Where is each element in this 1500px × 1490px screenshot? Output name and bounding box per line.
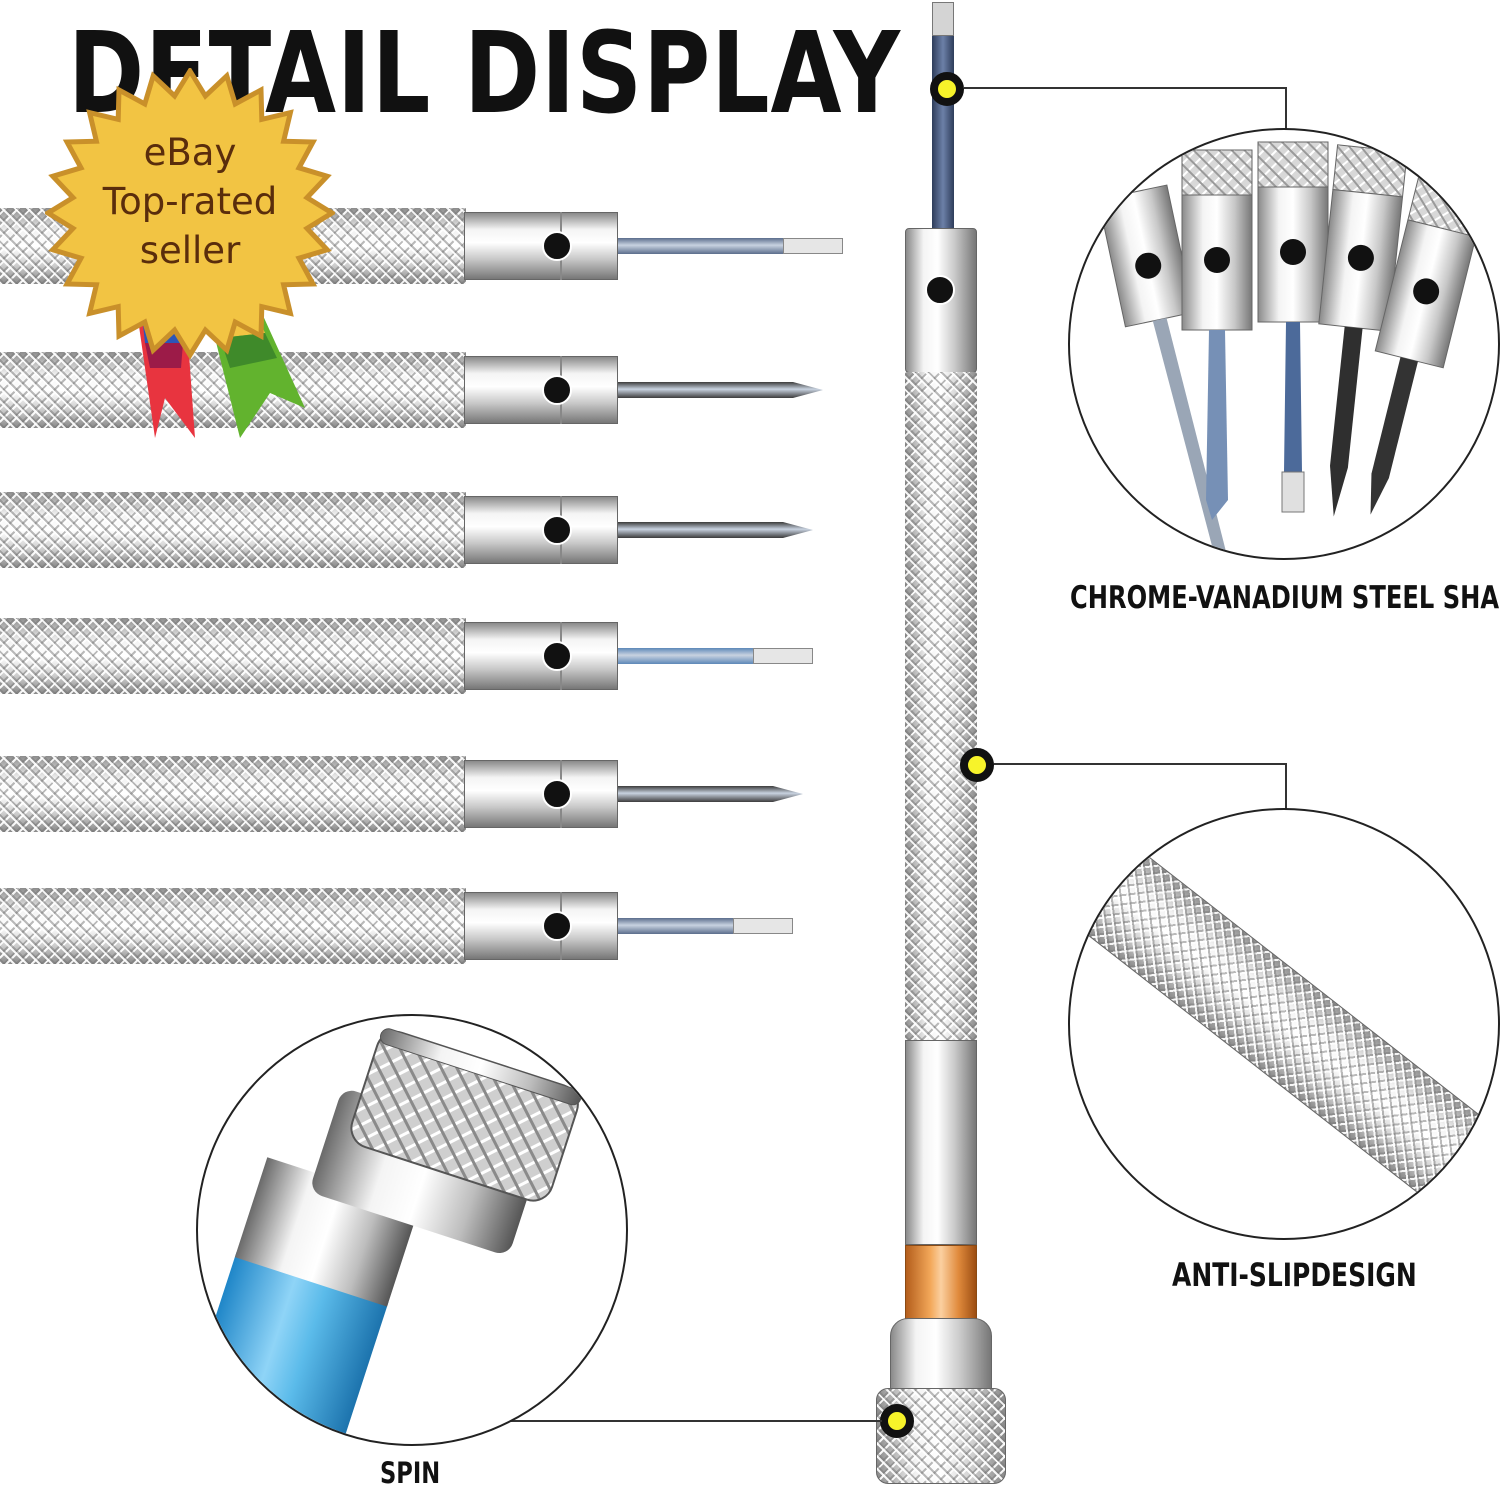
callout-dot-grip — [960, 748, 994, 782]
main-shaft — [932, 2, 954, 232]
callout-line-shaft-drop — [1285, 87, 1287, 129]
top-rated-seller-badge: eBay Top-rated seller — [43, 66, 337, 448]
screwdriver-handle — [0, 888, 466, 964]
callout-dot-shaft — [930, 72, 964, 106]
grip-detail-circle — [1068, 808, 1500, 1240]
screwdriver-tip — [618, 786, 803, 802]
label-grip: ANTI-SLIPDESIGN — [1172, 1256, 1417, 1294]
screwdriver-collar — [464, 212, 618, 280]
collar-hole — [542, 779, 572, 809]
screwdriver-tip — [618, 522, 813, 538]
screwdriver-collar — [464, 356, 618, 424]
badge-line-top-rated: Top-rated — [102, 180, 278, 223]
badge-ribbon-icon — [43, 66, 337, 438]
main-knurled-handle — [905, 372, 977, 1040]
orange-band — [905, 1245, 977, 1320]
screwdriver-tip — [618, 382, 823, 398]
callout-line-grip — [994, 763, 1286, 765]
main-cap-neck — [890, 1318, 992, 1390]
screwdriver-handle — [0, 618, 466, 694]
callout-line-grip-drop — [1285, 763, 1287, 809]
callout-line-shaft — [964, 87, 1286, 89]
badge-line-seller: seller — [139, 229, 241, 272]
screwdriver-collar — [464, 496, 618, 564]
shaft-detail-circle — [1068, 128, 1500, 560]
knurled-grip-closeup — [1070, 830, 1498, 1230]
callout-line-spin — [470, 1420, 882, 1422]
label-shaft: CHROME-VANADIUM STEEL SHAFT — [1070, 580, 1500, 616]
collar-hole — [542, 231, 572, 261]
collar-hole — [542, 515, 572, 545]
screwdriver-collar — [464, 760, 618, 828]
spin-cap-closeup-image — [198, 1028, 582, 1444]
collar-hole — [542, 641, 572, 671]
tips-closeup-image — [1097, 141, 1488, 558]
label-spin: SPIN — [380, 1456, 441, 1490]
callout-dot-spin — [880, 1404, 914, 1438]
screwdriver-collar — [464, 622, 618, 690]
flat-blade-tip — [753, 648, 813, 664]
spin-detail-circle — [196, 1014, 628, 1446]
flat-blade-tip — [733, 918, 793, 934]
screwdriver-handle — [0, 756, 466, 832]
badge-line-ebay: eBay — [143, 131, 237, 174]
collar-hole — [542, 375, 572, 405]
screwdriver-handle — [0, 492, 466, 568]
flat-blade-tip — [783, 238, 843, 254]
collar-hole — [925, 275, 955, 305]
main-tip — [932, 2, 954, 36]
main-handle-lower — [905, 1040, 977, 1245]
screwdriver-collar — [464, 892, 618, 960]
collar-hole — [542, 911, 572, 941]
